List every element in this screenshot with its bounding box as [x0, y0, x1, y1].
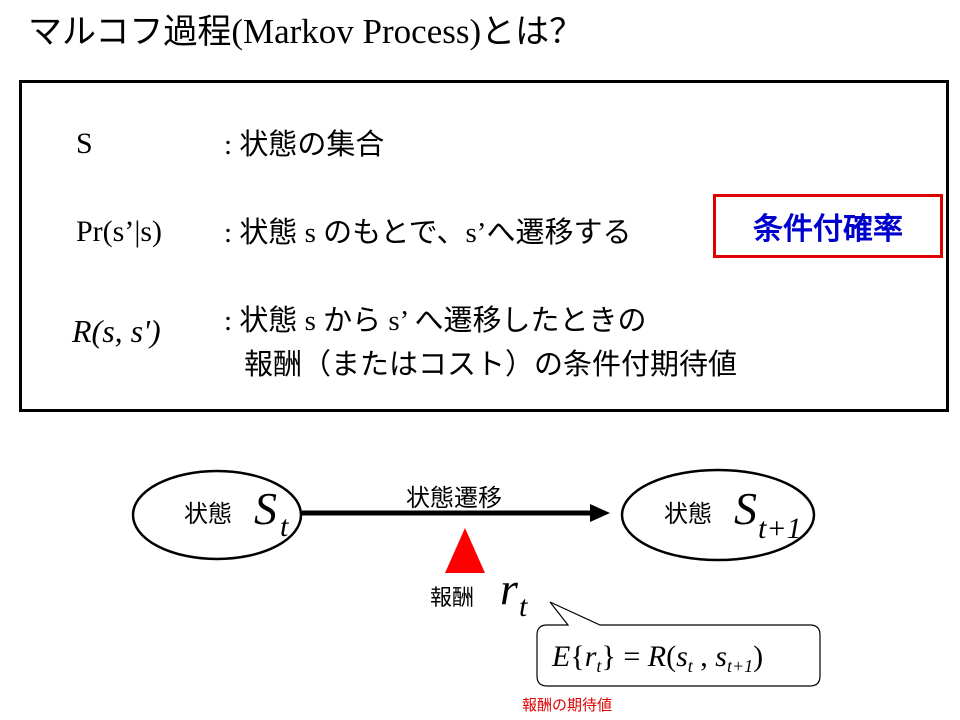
title-suffix: とは？ — [481, 12, 584, 52]
definition-states: : 状態の集合 — [224, 127, 385, 161]
title-english: (Markov Process) — [231, 12, 482, 51]
transition-arrowhead — [590, 504, 610, 522]
expected-reward-formula: E{rt} = R(st , st+1) — [552, 640, 764, 676]
reward-triangle — [445, 528, 485, 573]
transition-label: 状態遷移 — [406, 484, 502, 512]
state-t-label: 状態 — [184, 500, 232, 528]
definition-reward-line2: 報酬（またはコスト）の条件付期待値 — [244, 347, 738, 381]
state-t1-label: 状態 — [664, 500, 712, 528]
definition-box — [19, 80, 949, 412]
expected-reward-note: 報酬の期待値 — [522, 696, 613, 714]
transition-diagram — [131, 468, 816, 573]
definition-transition: : 状態 s のもとで、s’へ遷移する — [224, 215, 632, 249]
state-t1-ellipse — [620, 468, 816, 562]
reward-subscript: t — [519, 590, 528, 623]
conditional-probability-highlight: 条件付確率 — [713, 194, 943, 258]
state-t-ellipse — [131, 469, 303, 561]
definition-reward-line1: : 状態 s から s’ へ遷移したときの — [224, 303, 647, 337]
title-prefix: マルコフ過程 — [28, 12, 232, 52]
reward-label: 報酬 — [430, 586, 475, 611]
formula-callout — [536, 601, 821, 687]
callout-bubble — [536, 601, 821, 687]
state-t1-symbol: S — [734, 483, 757, 534]
symbol-reward-function: R(s, s') — [72, 313, 161, 349]
symbol-s: S — [76, 127, 93, 160]
definition-states-text: 状態の集合 — [239, 127, 385, 161]
state-t-subscript: t — [280, 510, 289, 543]
slide-title: マルコフ過程(Markov Process)とは？ — [28, 10, 583, 54]
symbol-transition-prob: Pr(s’|s) — [76, 215, 163, 248]
state-t1-subscript: t+1 — [758, 512, 802, 545]
reward-symbol: r — [500, 563, 518, 614]
state-t-symbol: S — [254, 483, 277, 534]
